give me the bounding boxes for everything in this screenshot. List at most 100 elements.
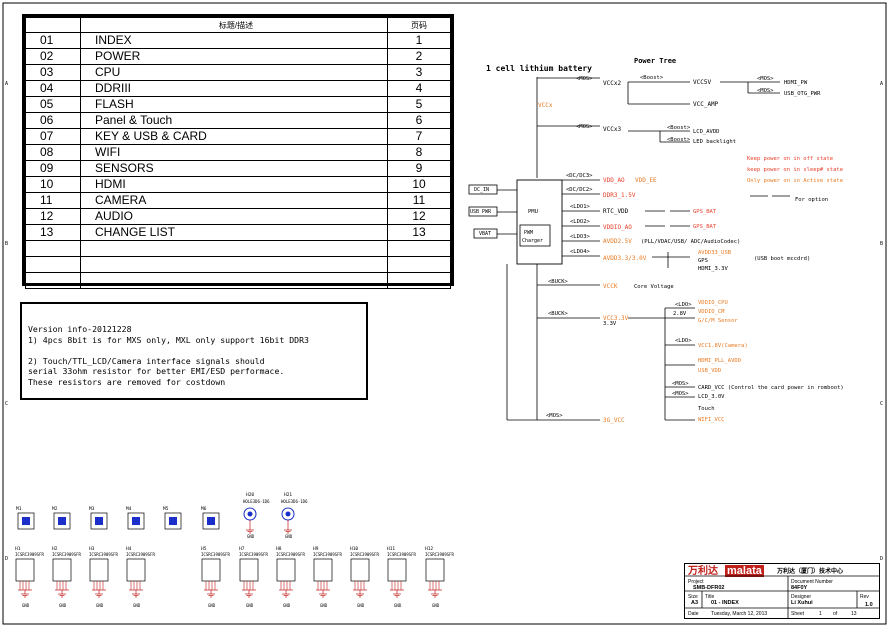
ldo-label-2: <LDO>	[675, 338, 692, 344]
mark-m3: M3	[89, 506, 108, 530]
rev-value: 1.0	[865, 602, 873, 608]
index-row-page: 6	[387, 112, 451, 129]
index-row-title: POWER	[80, 48, 388, 65]
index-header-page: 页码	[387, 17, 451, 33]
logo-cn: 万利达	[688, 566, 718, 577]
gnd-label: GND	[285, 534, 293, 539]
vcc-amp-label: VCC_AMP	[693, 101, 719, 108]
standoff-ref: H10	[350, 546, 358, 552]
legend-sleep-state: keep power on in sleep# state	[747, 167, 843, 173]
index-row-page: 12	[387, 208, 451, 225]
ddr3-label: DDR3_1.5V	[603, 192, 636, 199]
standoff-ref: H11	[387, 546, 395, 552]
index-row-number: 12	[25, 208, 81, 225]
index-row-page	[387, 256, 451, 273]
mos-5: <MOS>	[672, 381, 689, 387]
border-mark-c-left: C	[5, 401, 8, 407]
usb-vdd-label: USB_VDD	[698, 368, 721, 374]
mark-ref: M3	[89, 506, 95, 512]
3g-vcc-label: 3G_VCC	[603, 417, 625, 424]
ldo3-label: <LDO3>	[570, 234, 591, 240]
index-row-number: 02	[25, 48, 81, 65]
vccx3-label: VCCx3	[603, 126, 621, 133]
index-row-title: INDEX	[80, 32, 388, 49]
dcdc3-label: <DC/DC3>	[566, 173, 593, 179]
of-value: 13	[851, 611, 857, 617]
vcc33-label: VCC3.3V	[603, 315, 629, 322]
vcck-label: VCCK	[603, 283, 618, 290]
index-row-page: 8	[387, 144, 451, 161]
gnd-label: GND	[394, 603, 402, 608]
project-value: SMB-DFR02	[693, 585, 725, 591]
version-note-line: Version info-20121228	[28, 324, 132, 334]
version-note-line	[28, 345, 360, 356]
standoff-ref: H9	[313, 546, 319, 552]
mark-ref: M1	[16, 506, 22, 512]
hole-value: HOLE3D6-1D6	[281, 499, 308, 504]
standoff-ref: H1	[15, 546, 21, 552]
standoff-ref: H12	[425, 546, 433, 552]
index-row-page: 3	[387, 64, 451, 81]
title-block: 万利达 malata 万利达（厦门）技术中心 Project SMB-DFR02…	[684, 563, 880, 619]
standoff-value: ICSRC3909SFR	[276, 552, 305, 557]
date-value: Tuesday, March 12, 2013	[711, 611, 768, 617]
avdd33-label: AVDD3.3/3.0V	[603, 255, 647, 262]
mark-ref: M6	[201, 506, 207, 512]
v28-label: 2.8V	[673, 311, 687, 317]
sheet-value: 1	[819, 611, 822, 617]
avdd33-usb-label: AVDD33_USB	[698, 250, 732, 256]
standoff-value: ICSRC3909SFR	[52, 552, 81, 557]
vcc5v-label: VCC5V	[693, 79, 711, 86]
pmu-label: PMU	[528, 209, 538, 215]
designer-value: Li Xuhui	[791, 600, 813, 606]
designer-label: Designer	[791, 594, 812, 600]
index-row-title: WIFI	[80, 144, 388, 161]
standoff-value: ICSRC3909SFR	[15, 552, 44, 557]
gnd-label: GND	[96, 603, 104, 608]
wifi-vcc-label: WIFI_VCC	[698, 417, 725, 423]
hdmi-pw-label: HDMI_PW	[784, 80, 808, 86]
size-value: A3	[691, 600, 699, 606]
border-mark-b-left: B	[5, 241, 8, 247]
gps-bat-label-1: GPS_BAT	[693, 209, 717, 215]
power-tree-title: Power Tree	[634, 57, 676, 65]
lcd-30-label: LCD_3.0V	[698, 394, 725, 400]
ldo2-label: <LDO2>	[570, 219, 591, 225]
version-note-line: These resistors are removed for costdown	[28, 376, 226, 387]
standoff-value: ICSRC3909SFR	[126, 552, 155, 557]
boost-3: <Boost>	[667, 137, 691, 143]
index-row-number	[25, 256, 81, 273]
lcd-avdd-label: LCD_AVDD	[693, 129, 720, 135]
led-backlight-label: LED backlight	[693, 139, 736, 145]
rev-label: Rev	[860, 594, 869, 600]
gnd-label: GND	[59, 603, 67, 608]
gnd-label: GND	[247, 534, 255, 539]
index-row-title: KEY & USB & CARD	[80, 128, 388, 145]
boost-2: <Boost>	[667, 125, 691, 131]
standoff-ref: H7	[239, 546, 245, 552]
index-row	[25, 240, 451, 257]
index-row-title: CPU	[80, 64, 388, 81]
version-note-line: serial 33ohm resistor for better EMI/ESD…	[28, 366, 285, 376]
vddio-cpu-label: VDDIO_CPU	[698, 300, 728, 306]
mos-2: <MOS>	[576, 124, 593, 130]
hole-ref: H21	[284, 492, 292, 498]
index-row-number: 03	[25, 64, 81, 81]
index-row-number: 09	[25, 160, 81, 177]
